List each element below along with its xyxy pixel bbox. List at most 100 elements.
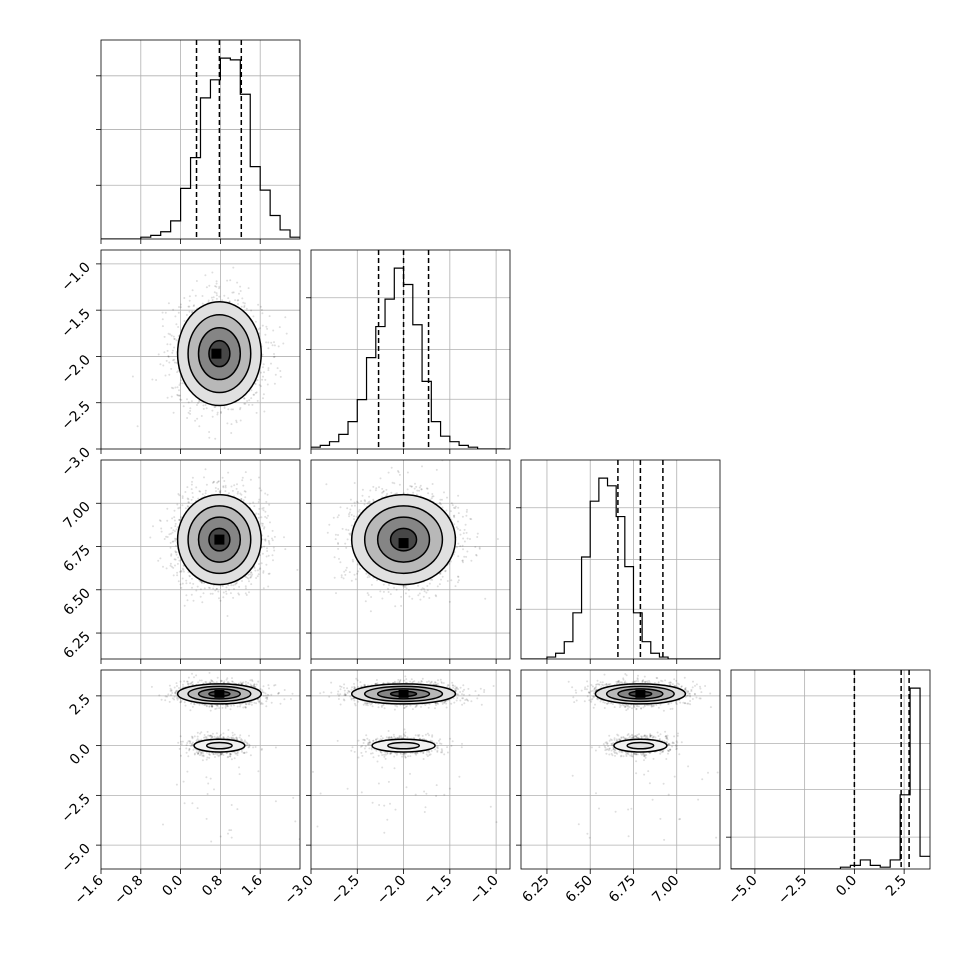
scatter-panel-r1-c0-point <box>220 412 223 414</box>
scatter-panel-r1-c0-point <box>273 341 275 344</box>
scatter-panel-r2-c0-point <box>159 520 162 522</box>
scatter-panel-r2-c0-point <box>264 515 267 518</box>
scatter-panel-r2-c0-point <box>202 592 205 595</box>
scatter-panel-r1-c0-point <box>255 391 258 394</box>
scatter-panel-r2-c0-point <box>258 507 261 510</box>
scatter-panel-r2-c1-point <box>346 538 349 541</box>
scatter-panel-r1-c0-point <box>234 299 237 302</box>
scatter-panel-r2-c0-point <box>223 480 226 482</box>
scatter-panel-r2-c0-point <box>250 583 253 586</box>
scatter-panel-r2-c0-point <box>234 583 237 586</box>
scatter-panel-r1-c0-point <box>155 379 158 381</box>
scatter-panel-r1-c0-point <box>193 304 195 307</box>
scatter-panel-r1-c0-point <box>182 405 185 408</box>
scatter-panel-r1-c0-point <box>243 302 246 305</box>
scatter-panel-r2-c0-point <box>192 599 195 602</box>
scatter-panel-r2-c0-point <box>204 492 207 495</box>
scatter-panel-r2-c0-point <box>258 487 261 490</box>
scatter-panel-r2-c0-point <box>176 562 179 565</box>
scatter-panel-r2-c0-point <box>172 529 175 532</box>
scatter-panel-r2-c0-point <box>177 493 180 495</box>
scatter-panel-r2-c0-point <box>252 501 255 504</box>
scatter-panel-r1-c0-point <box>159 363 162 366</box>
scatter-panel-r2-c0-point <box>272 546 275 549</box>
scatter-panel-r2-c0-point <box>248 591 250 594</box>
scatter-panel-r2-c0-point <box>235 582 238 585</box>
scatter-panel-r1-c0-point <box>173 346 176 349</box>
scatter-panel-r1-c0-point <box>187 401 190 404</box>
scatter-panel-r1-c0-point <box>243 402 246 405</box>
scatter-panel-r1-c0-point <box>188 299 191 302</box>
scatter-panel-r1-c0-point <box>214 437 217 440</box>
scatter-panel-r2-c0-point <box>244 471 247 474</box>
scatter-panel-r2-c0-point <box>204 489 207 492</box>
scatter-panel-r2-c1-point <box>446 580 449 582</box>
scatter-panel-r1-c0-point <box>202 407 205 410</box>
scatter-panel-r2-c1-point <box>431 493 434 495</box>
scatter-panel-r1-c0-point <box>214 406 217 408</box>
scatter-panel-r1-c0-point <box>165 359 168 362</box>
scatter-panel-r2-c0-point <box>267 535 270 538</box>
scatter-panel-r2-c0-point <box>251 573 254 576</box>
scatter-panel-r1-c0-point <box>167 302 170 305</box>
scatter-panel-r2-c0-point <box>177 556 180 559</box>
scatter-panel-r2-c0-point <box>181 567 184 570</box>
hist-0-steps <box>101 57 300 239</box>
scatter-panel-r2-c0-point <box>249 576 252 579</box>
scatter-panel-r2-c0-point <box>267 585 270 588</box>
scatter-panel-r2-c0-point <box>217 488 220 490</box>
scatter-panel-r2-c0-point <box>267 554 270 557</box>
scatter-panel-r2-c0-point <box>258 498 261 501</box>
scatter-panel-r2-c0-point <box>191 577 193 580</box>
scatter-panel-r2-c0-point <box>262 570 265 573</box>
scatter-panel-r2-c0-point <box>245 576 248 578</box>
scatter-panel-r1-c0-point <box>191 310 193 313</box>
scatter-panel-r1-c0-point <box>235 419 238 422</box>
scatter-panel-r1-c0-point <box>172 335 175 338</box>
scatter-panel-r2-c0-point <box>263 527 265 530</box>
scatter-panel-r2-c0-point <box>177 507 180 510</box>
scatter-panel-r1-c0-point <box>198 400 201 403</box>
scatter-panel-r1-c0-point <box>198 425 201 428</box>
scatter-panel-r1-c0-point <box>232 266 235 269</box>
scatter-panel-r1-c0-point <box>243 306 246 309</box>
scatter-panel-r2-c0-point <box>262 571 265 574</box>
scatter-panel-r2-c0-point <box>171 540 174 543</box>
scatter-panel-r1-c0-point <box>272 356 275 359</box>
scatter-panel-r1-c0-point <box>247 403 250 406</box>
scatter-panel-r1-c0-point <box>277 345 280 348</box>
scatter-panel-r2-c0-point <box>187 505 190 508</box>
scatter-panel-r1-c0-point <box>178 306 180 308</box>
scatter-panel-r2-c0-point <box>235 582 237 585</box>
scatter-panel-r2-c0-point <box>149 536 152 539</box>
scatter-panel-r1-c0-point <box>172 308 175 311</box>
scatter-panel-r1-c0-point <box>261 324 264 327</box>
scatter-panel-r2-c0-point <box>170 527 173 529</box>
scatter-panel-r1-c0-point <box>190 400 193 403</box>
scatter-panel-r2-c0-point <box>257 513 260 515</box>
scatter-panel-r1-c0-point <box>178 394 181 397</box>
scatter-panel-r1-c0-point <box>266 327 269 330</box>
scatter-panel-r2-c0-point <box>160 530 163 533</box>
scatter-panel-r2-c0-point <box>257 573 260 576</box>
scatter-panel-r1-c0-point <box>263 410 266 413</box>
scatter-panel-r2-c0-point <box>166 507 169 510</box>
scatter-panel-r2-c0-point <box>244 585 247 588</box>
hist-panel-0-frame <box>100 39 301 240</box>
scatter-panel-r2-c0-point <box>199 490 202 493</box>
scatter-panel-r1-c0-point <box>260 371 262 374</box>
scatter-panel-r2-c0-point <box>219 489 222 492</box>
scatter-panel-r2-c1-point <box>370 583 373 586</box>
scatter-panel-r1-c0-point <box>257 328 260 331</box>
scatter-panel-r2-c0-point <box>296 568 299 571</box>
scatter-panel-r2-c0-point <box>222 591 225 594</box>
scatter-panel-r1-c0-point <box>169 333 172 336</box>
scatter-panel-r1-c0-point <box>236 299 239 302</box>
scatter-panel-r2-c1-point <box>404 592 407 595</box>
scatter-panel-r1-c0-point <box>131 375 134 378</box>
scatter-panel-r1-c0-point <box>252 315 255 318</box>
scatter-panel-r1-c0-point <box>216 411 219 414</box>
scatter-panel-r1-c0-point <box>178 384 181 386</box>
scatter-panel-r2-c0-point <box>217 480 220 483</box>
scatter-panel-r1-c0-point <box>265 325 268 328</box>
